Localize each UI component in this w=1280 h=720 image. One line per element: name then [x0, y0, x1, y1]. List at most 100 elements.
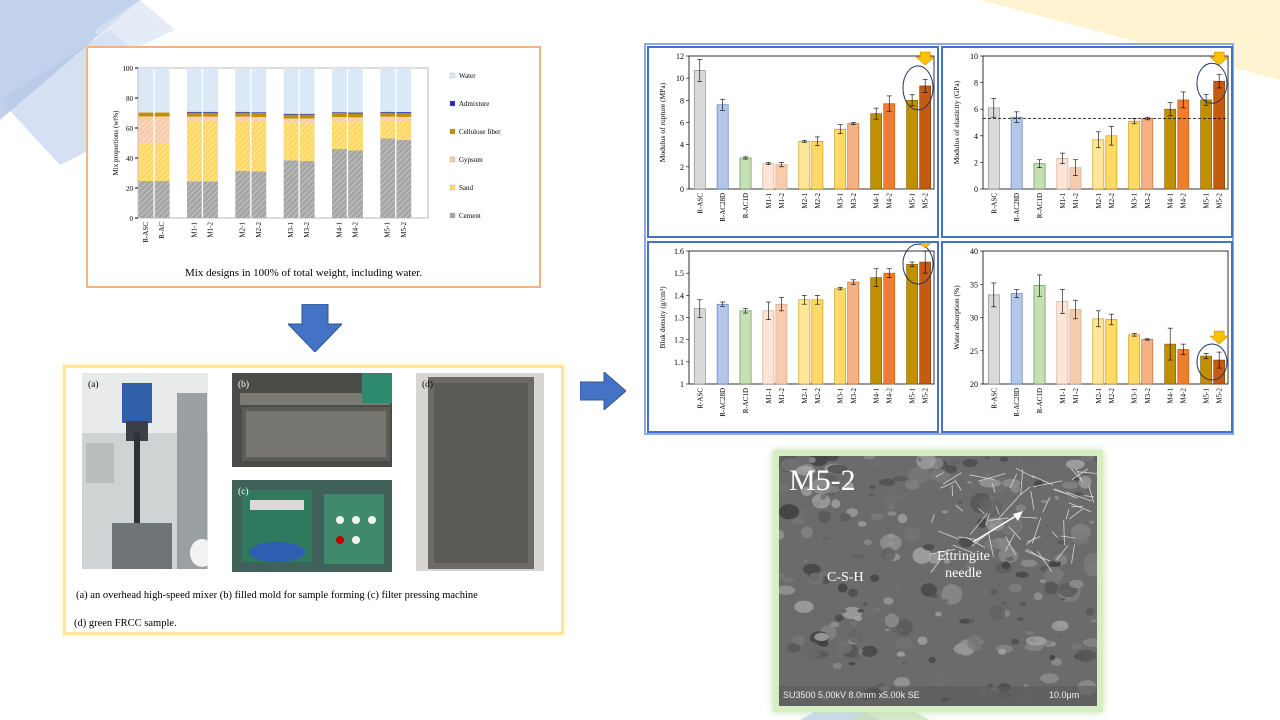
x-tick-label: M2-1 — [1095, 193, 1103, 209]
bar — [919, 261, 932, 385]
bar — [1164, 108, 1177, 190]
bar — [1141, 118, 1154, 190]
mix-legend-label: Sand — [459, 184, 474, 192]
sem-label-ettringite-line1: Ettringite — [937, 549, 990, 564]
sem-needle — [1020, 516, 1038, 519]
sem-grain — [827, 464, 848, 474]
sem-grain — [1017, 617, 1024, 622]
highlight-arrow — [915, 51, 935, 66]
photo-filter-press: (c) — [232, 480, 392, 572]
sem-grain — [999, 456, 1009, 462]
sem-grain — [892, 585, 902, 591]
sem-grain — [1085, 607, 1095, 616]
bar — [716, 303, 729, 385]
bar — [1141, 339, 1154, 385]
x-tick-label: M5-1 — [1203, 388, 1211, 404]
x-tick-label: R-ASC — [696, 388, 704, 409]
x-tick-label: M4-2 — [1180, 388, 1188, 404]
sem-grain — [896, 652, 906, 657]
sem-grain — [779, 585, 796, 595]
mix-bar-segment — [380, 68, 396, 112]
sem-grain — [836, 642, 853, 654]
sem-grain — [880, 534, 902, 552]
y-tick-label: 1.1 — [674, 358, 684, 367]
x-tick-label: M3-1 — [1131, 193, 1139, 209]
sem-needle — [1024, 550, 1051, 562]
sem-needle — [1053, 489, 1070, 495]
sem-grain — [787, 643, 801, 653]
sem-needle — [1071, 468, 1089, 481]
mix-bar-hatch — [299, 118, 315, 123]
sem-grain — [893, 475, 907, 482]
mix-y-tick-label: 80 — [126, 95, 134, 103]
mix-legend-swatch — [449, 212, 456, 219]
sem-grain — [1015, 571, 1029, 578]
sem-grain — [1065, 459, 1085, 470]
bar — [798, 141, 811, 190]
mix-bar-hatch — [154, 143, 170, 181]
mix-bar-segment — [251, 68, 267, 113]
sem-grain — [801, 526, 813, 539]
sem-grain — [1070, 643, 1082, 651]
mix-x-tick-label: M4-1 — [335, 222, 343, 238]
highlight-ellipse — [902, 243, 934, 285]
sem-grain — [881, 547, 896, 562]
y-tick-label: 35 — [970, 280, 978, 289]
sem-needle — [1015, 467, 1035, 479]
bar — [847, 123, 860, 190]
sem-grain — [780, 458, 802, 472]
sem-pointer-arrow — [972, 511, 1023, 543]
x-tick-label: R-AC1D — [1036, 388, 1044, 413]
sem-footer-band — [779, 686, 1097, 706]
sem-needle — [1071, 468, 1084, 483]
highlight-ellipse — [1196, 62, 1228, 104]
sem-grain — [920, 583, 937, 597]
mix-bar-hatch — [380, 120, 396, 139]
sem-grain — [1025, 630, 1035, 636]
sem-grain — [782, 577, 795, 583]
mix-bar-hatch — [154, 116, 170, 144]
x-tick-label: R-ASC — [990, 193, 998, 214]
sem-grain — [1040, 499, 1048, 503]
sem-grain — [905, 479, 920, 490]
bar — [834, 128, 847, 190]
y-tick-label: 12 — [676, 52, 684, 61]
mix-bar-segment — [299, 68, 315, 114]
mix-bar-hatch — [251, 171, 267, 218]
mix-bar-hatch — [380, 116, 396, 121]
sem-grain — [1020, 559, 1038, 567]
bar — [883, 272, 896, 385]
bar — [811, 141, 824, 190]
sem-grain — [847, 588, 858, 598]
sem-grain — [878, 478, 896, 486]
x-tick-label: M2-2 — [814, 388, 822, 404]
x-tick-label: M3-2 — [1144, 193, 1152, 209]
sem-needle — [1031, 517, 1042, 544]
sem-grain — [986, 472, 991, 477]
mix-y-tick-label: 40 — [126, 155, 134, 163]
sem-grain — [839, 513, 852, 523]
photo-label-d: (d) — [422, 379, 433, 390]
sem-needle — [995, 506, 1000, 515]
sem-grain — [837, 583, 848, 593]
sem-grain — [989, 605, 1006, 621]
bar — [762, 310, 775, 385]
sem-grain — [861, 645, 878, 657]
sem-grain — [857, 609, 864, 613]
mix-bar-hatch — [331, 149, 347, 218]
mix-bar-segment — [396, 68, 412, 113]
sem-grain — [984, 456, 990, 460]
mix-bar-hatch — [331, 117, 347, 122]
sem-grain — [821, 575, 831, 585]
sem-grain — [998, 648, 1006, 655]
sem-grain — [850, 621, 858, 627]
sem-needle — [1020, 469, 1024, 496]
x-tick-label: R-AC28D — [1013, 193, 1021, 222]
sem-grain — [943, 558, 951, 564]
sem-grain — [922, 670, 929, 675]
mix-bar-hatch — [186, 181, 202, 218]
sem-needle — [985, 513, 990, 526]
sem-needle — [969, 513, 988, 535]
